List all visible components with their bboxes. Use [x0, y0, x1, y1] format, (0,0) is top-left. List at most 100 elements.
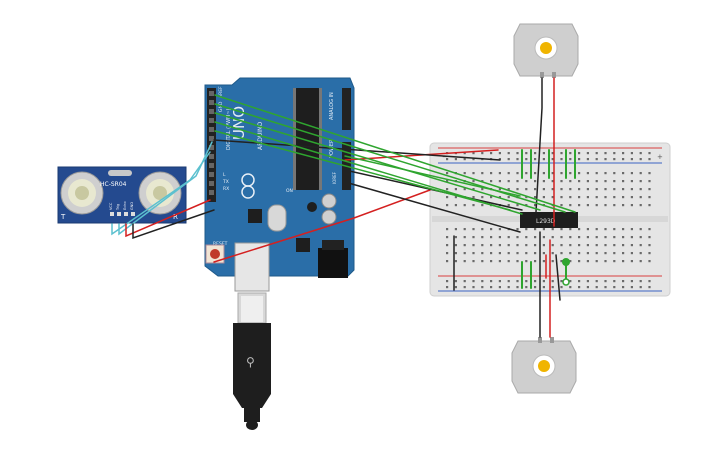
- breadboard-hole[interactable]: [472, 236, 475, 239]
- breadboard-hole[interactable]: [569, 152, 572, 155]
- breadboard-hole[interactable]: [586, 196, 589, 199]
- breadboard-hole[interactable]: [490, 286, 493, 289]
- breadboard-hole[interactable]: [586, 286, 589, 289]
- breadboard-hole[interactable]: [595, 180, 598, 183]
- breadboard-hole[interactable]: [639, 188, 642, 191]
- breadboard-hole[interactable]: [490, 180, 493, 183]
- breadboard-hole[interactable]: [446, 260, 449, 263]
- breadboard-hole[interactable]: [569, 236, 572, 239]
- breadboard-hole[interactable]: [446, 252, 449, 255]
- breadboard-hole[interactable]: [507, 204, 510, 207]
- breadboard-hole[interactable]: [551, 228, 554, 231]
- breadboard-hole[interactable]: [648, 180, 651, 183]
- breadboard-hole[interactable]: [622, 152, 625, 155]
- breadboard-hole[interactable]: [613, 180, 616, 183]
- breadboard-hole[interactable]: [630, 280, 633, 283]
- breadboard-hole[interactable]: [613, 204, 616, 207]
- breadboard-hole[interactable]: [542, 188, 545, 191]
- breadboard-hole[interactable]: [622, 204, 625, 207]
- breadboard-hole[interactable]: [613, 252, 616, 255]
- breadboard-hole[interactable]: [569, 280, 572, 283]
- breadboard-hole[interactable]: [613, 152, 616, 155]
- breadboard-hole[interactable]: [551, 236, 554, 239]
- breadboard-hole[interactable]: [630, 228, 633, 231]
- breadboard-hole[interactable]: [472, 196, 475, 199]
- breadboard-hole[interactable]: [472, 244, 475, 247]
- breadboard-hole[interactable]: [595, 152, 598, 155]
- breadboard-hole[interactable]: [481, 236, 484, 239]
- dc-power-jack[interactable]: [318, 248, 348, 278]
- breadboard-hole[interactable]: [578, 260, 581, 263]
- breadboard-hole[interactable]: [516, 172, 519, 175]
- breadboard-hole[interactable]: [622, 244, 625, 247]
- breadboard-hole[interactable]: [446, 180, 449, 183]
- breadboard-hole[interactable]: [516, 244, 519, 247]
- breadboard-hole[interactable]: [630, 252, 633, 255]
- wire-ctrl-1[interactable]: [214, 94, 576, 213]
- breadboard-hole[interactable]: [604, 180, 607, 183]
- breadboard-hole[interactable]: [569, 158, 572, 161]
- breadboard-hole[interactable]: [569, 196, 572, 199]
- breadboard-hole[interactable]: [525, 252, 528, 255]
- breadboard-hole[interactable]: [648, 244, 651, 247]
- breadboard-hole[interactable]: [516, 158, 519, 161]
- hc-sr04-sensor[interactable]: HC-SR04 T R VCC Trig Echo GND: [57, 166, 187, 224]
- breadboard-hole[interactable]: [613, 228, 616, 231]
- breadboard-hole[interactable]: [586, 204, 589, 207]
- breadboard-hole[interactable]: [525, 236, 528, 239]
- breadboard-hole[interactable]: [534, 260, 537, 263]
- breadboard-hole[interactable]: [595, 280, 598, 283]
- breadboard-hole[interactable]: [454, 236, 457, 239]
- breadboard-hole[interactable]: [560, 260, 563, 263]
- breadboard-hole[interactable]: [613, 172, 616, 175]
- breadboard-hole[interactable]: [507, 236, 510, 239]
- breadboard-hole[interactable]: [630, 152, 633, 155]
- breadboard-hole[interactable]: [648, 158, 651, 161]
- breadboard-hole[interactable]: [454, 158, 457, 161]
- breadboard-hole[interactable]: [648, 204, 651, 207]
- breadboard-hole[interactable]: [446, 172, 449, 175]
- breadboard-hole[interactable]: [481, 280, 484, 283]
- breadboard-hole[interactable]: [490, 280, 493, 283]
- breadboard-hole[interactable]: [542, 244, 545, 247]
- breadboard-hole[interactable]: [578, 152, 581, 155]
- breadboard-hole[interactable]: [498, 236, 501, 239]
- breadboard-hole[interactable]: [446, 280, 449, 283]
- breadboard-hole[interactable]: [454, 244, 457, 247]
- breadboard-hole[interactable]: [446, 236, 449, 239]
- breadboard-hole[interactable]: [463, 188, 466, 191]
- breadboard-hole[interactable]: [551, 260, 554, 263]
- breadboard-hole[interactable]: [542, 196, 545, 199]
- breadboard-hole[interactable]: [472, 152, 475, 155]
- breadboard-hole[interactable]: [525, 244, 528, 247]
- breadboard-hole[interactable]: [507, 196, 510, 199]
- l293d-driver-ic[interactable]: L293D: [520, 212, 578, 228]
- breadboard-hole[interactable]: [630, 204, 633, 207]
- breadboard-hole[interactable]: [648, 260, 651, 263]
- breadboard-hole[interactable]: [463, 204, 466, 207]
- breadboard-hole[interactable]: [481, 152, 484, 155]
- breadboard-hole[interactable]: [534, 172, 537, 175]
- breadboard-hole[interactable]: [622, 228, 625, 231]
- breadboard-hole[interactable]: [560, 252, 563, 255]
- breadboard-hole[interactable]: [604, 152, 607, 155]
- breadboard-hole[interactable]: [569, 260, 572, 263]
- breadboard-hole[interactable]: [586, 172, 589, 175]
- breadboard-hole[interactable]: [463, 280, 466, 283]
- breadboard-hole[interactable]: [604, 260, 607, 263]
- breadboard-hole[interactable]: [560, 180, 563, 183]
- arduino-uno-board[interactable]: UNO ARDUINO DIGITAL (PWM~) ANALOG IN POW…: [204, 77, 355, 292]
- breadboard-hole[interactable]: [648, 196, 651, 199]
- breadboard-hole[interactable]: [551, 188, 554, 191]
- breadboard-hole[interactable]: [595, 158, 598, 161]
- breadboard-hole[interactable]: [534, 158, 537, 161]
- analog-header-top[interactable]: [342, 88, 351, 130]
- breadboard-hole[interactable]: [446, 204, 449, 207]
- breadboard-hole[interactable]: [454, 188, 457, 191]
- breadboard-hole[interactable]: [454, 228, 457, 231]
- wire-sensor-vcc[interactable]: [125, 199, 211, 238]
- breadboard-hole[interactable]: [613, 158, 616, 161]
- breadboard-hole[interactable]: [454, 260, 457, 263]
- breadboard-hole[interactable]: [490, 252, 493, 255]
- breadboard-hole[interactable]: [595, 286, 598, 289]
